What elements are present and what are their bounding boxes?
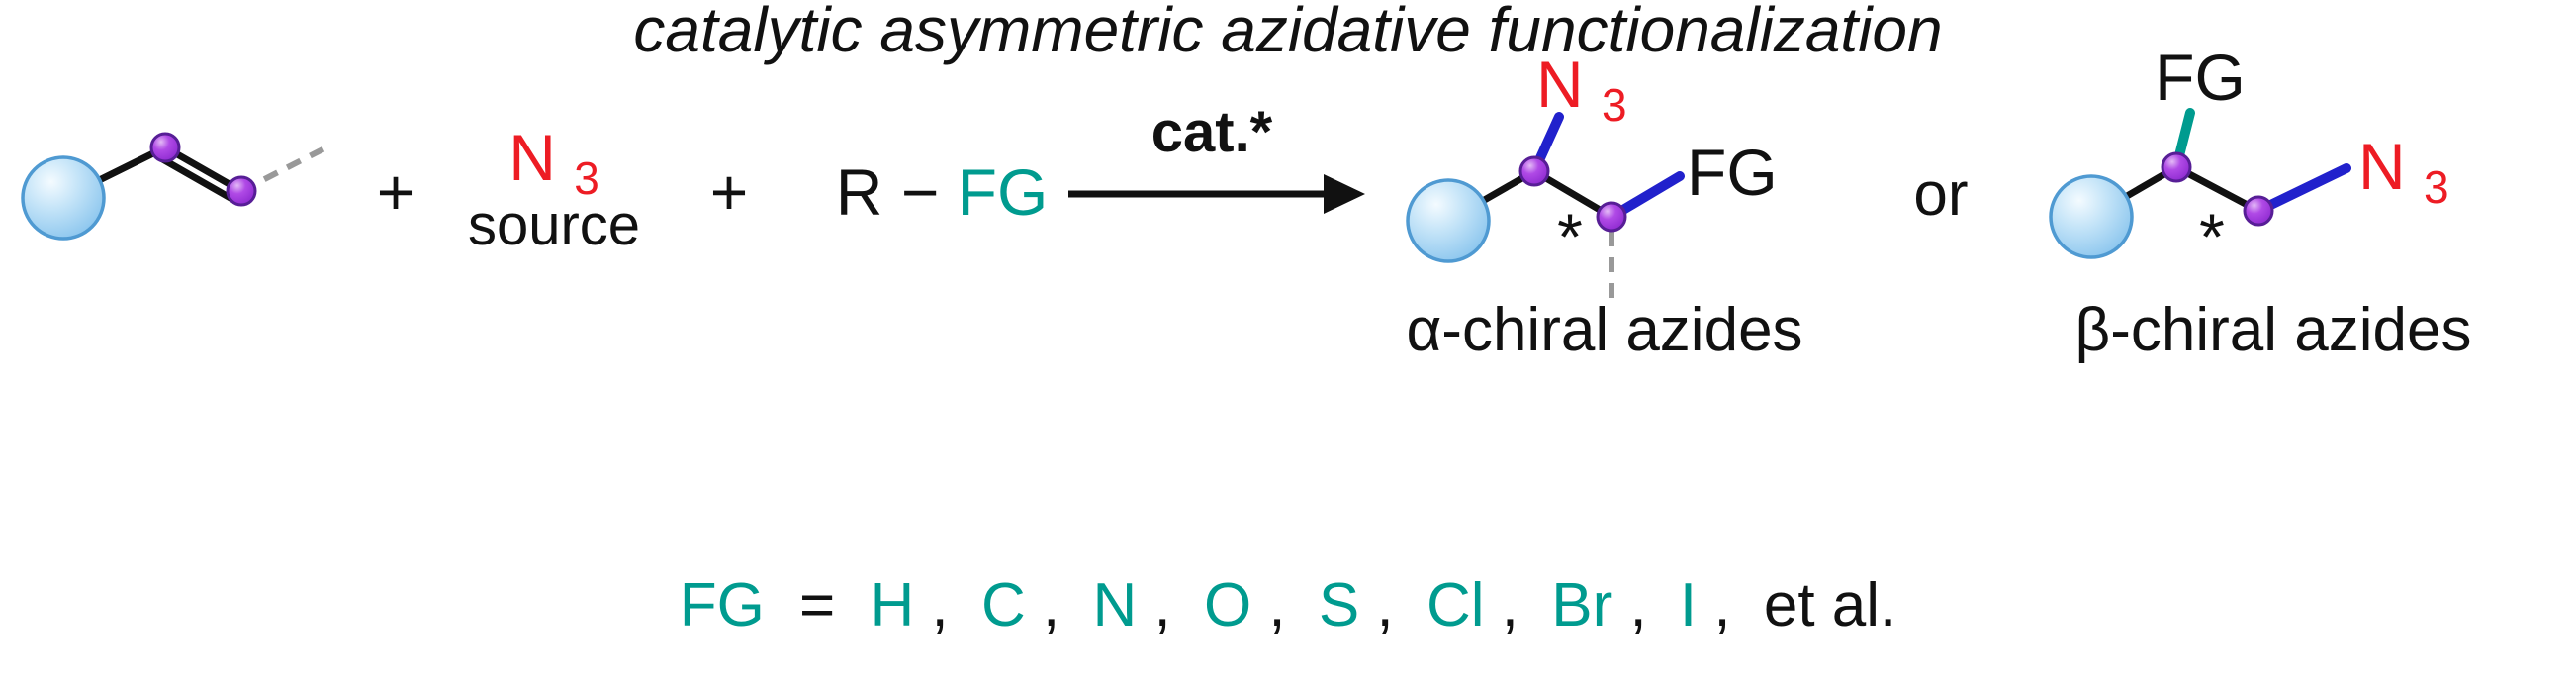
azide-n-symbol: N <box>1536 48 1584 121</box>
alpha-carbon-atom <box>1518 155 1550 187</box>
legend-item: Br <box>1551 571 1612 639</box>
alkene-double-bond-line2 <box>155 153 239 205</box>
beta-product-caption: β-chiral azides <box>2075 296 2472 364</box>
product-beta: * FG N 3 β-chiral azides <box>2049 41 2472 364</box>
legend-fg-label: FG <box>680 571 765 639</box>
legend-item: C <box>981 571 1026 639</box>
legend-equals: = <box>799 571 835 639</box>
legend-comma: , <box>1376 571 1393 639</box>
legend-item: Cl <box>1426 571 1485 639</box>
legend-comma: , <box>1268 571 1285 639</box>
stereocenter-star: * <box>2199 200 2225 273</box>
azide-source-word: source <box>468 193 640 257</box>
alkene-substrate <box>21 132 332 241</box>
bond-to-azide <box>2254 163 2351 216</box>
alpha-carbon-atom <box>2161 151 2192 183</box>
azide-group-label: N 3 <box>1536 48 1627 131</box>
reagent-bond-dash: − <box>901 155 940 229</box>
alpha-product-caption: α-chiral azides <box>1406 296 1802 364</box>
substituent-sphere <box>21 155 106 241</box>
legend-item: I <box>1680 571 1697 639</box>
substituent-sphere <box>2049 174 2134 259</box>
carbon-atom <box>226 175 257 207</box>
azide-n-subscript: 3 <box>2424 161 2449 213</box>
plus-sign-1: + <box>377 155 415 229</box>
beta-carbon-atom <box>1596 201 1627 233</box>
product-alpha: * N 3 FG α-chiral azides <box>1406 48 1803 364</box>
azide-n-subscript: 3 <box>1602 79 1627 131</box>
legend-item: H <box>871 571 915 639</box>
stereocenter-star: * <box>1557 200 1583 273</box>
azide-group-label: N 3 <box>2358 130 2449 213</box>
reagent-r: R <box>836 155 883 229</box>
bond-alpha-beta-carbon <box>2172 163 2262 215</box>
arrow-head <box>1324 174 1365 214</box>
azide-n-symbol: N <box>508 121 556 194</box>
legend-comma: , <box>1153 571 1170 639</box>
fg-group-label: FG <box>2155 41 2246 114</box>
substituent-dashed-bond <box>239 143 332 194</box>
fg-legend: FG = H , C , N , O , S , Cl , Br , I , e… <box>680 571 1897 639</box>
reagent-fg: FG <box>958 155 1049 229</box>
azide-source-formula: N 3 <box>508 121 599 204</box>
azide-n-symbol: N <box>2358 130 2406 203</box>
reagent-formula: R − FG <box>836 155 1049 229</box>
plus-sign-2: + <box>710 155 749 229</box>
legend-suffix: et al. <box>1764 571 1896 639</box>
azide-source: N 3 source <box>468 121 640 257</box>
legend-comma: , <box>1629 571 1646 639</box>
scheme-title: catalytic asymmetric azidative functiona… <box>633 0 1942 65</box>
reaction-arrow: cat.* <box>1068 100 1365 214</box>
legend-item: N <box>1092 571 1137 639</box>
legend-item: S <box>1319 571 1359 639</box>
legend-item: O <box>1204 571 1251 639</box>
or-text: or <box>1913 160 1968 229</box>
catalyst-label: cat.* <box>1151 100 1273 164</box>
carbon-atom <box>149 132 181 163</box>
legend-comma: , <box>1713 571 1730 639</box>
legend-comma: , <box>1043 571 1059 639</box>
fg-group-label: FG <box>1687 136 1778 209</box>
legend-comma: , <box>1502 571 1518 639</box>
legend-comma: , <box>932 571 949 639</box>
substituent-sphere <box>1406 178 1491 263</box>
beta-carbon-atom <box>2243 195 2274 227</box>
azide-n-subscript: 3 <box>574 152 599 204</box>
